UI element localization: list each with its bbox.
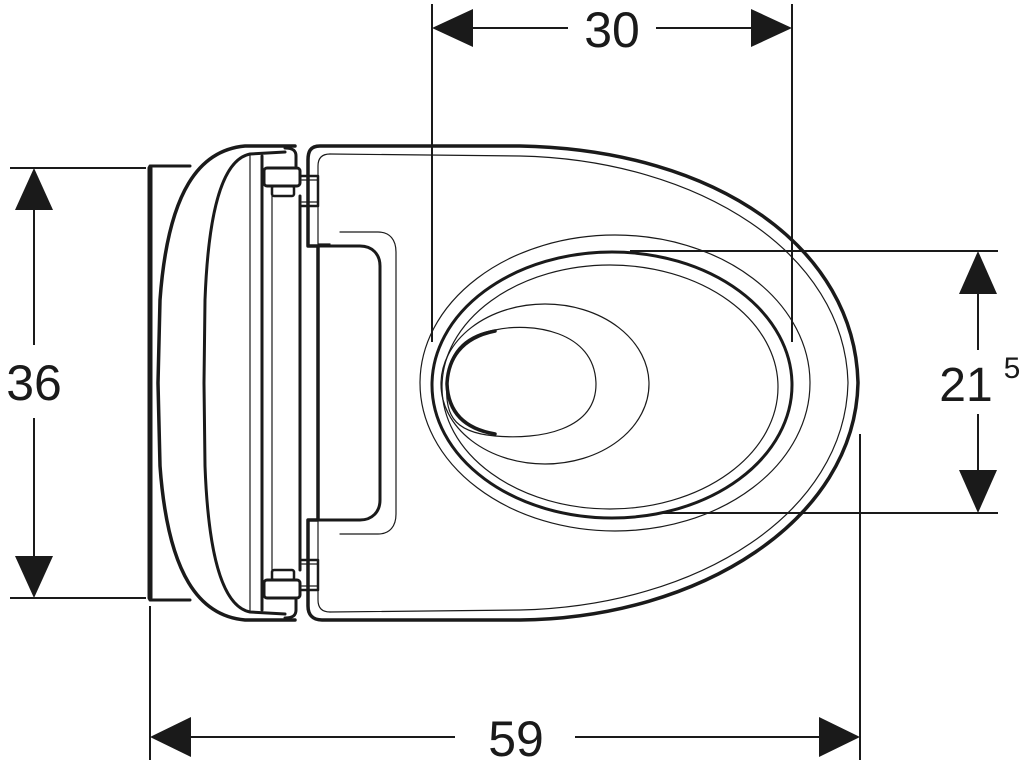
toilet-outline (147, 144, 860, 622)
dimension-bowl-depth: 21 5 (630, 250, 1021, 760)
bowl-rim (419, 234, 811, 532)
arrow-up-icon (15, 168, 53, 210)
dimension-bowl-width: 30 (431, 2, 793, 342)
wall-mount-plate (147, 164, 192, 602)
bowl-inner (440, 303, 650, 465)
dimension-label-59: 59 (488, 711, 544, 765)
arrow-right-icon (751, 9, 792, 47)
arrow-left-icon (432, 9, 473, 47)
seat-outer (306, 144, 860, 622)
dimension-label-21: 21 (939, 359, 992, 412)
arrow-down-icon (15, 556, 53, 598)
seat-lid-rear (156, 144, 302, 622)
arrow-right-icon (819, 717, 860, 757)
dimension-label-30: 30 (584, 2, 640, 58)
arrow-down-icon (959, 470, 997, 513)
dimension-overall-width: 36 (6, 167, 146, 599)
arrow-up-icon (959, 251, 997, 294)
arrow-left-icon (150, 717, 191, 757)
dimension-label-superscript: 5 (1004, 352, 1021, 385)
dimension-overall-length: 59 (149, 606, 860, 765)
seat-recess (316, 231, 397, 535)
dimension-label-36: 36 (6, 355, 62, 411)
